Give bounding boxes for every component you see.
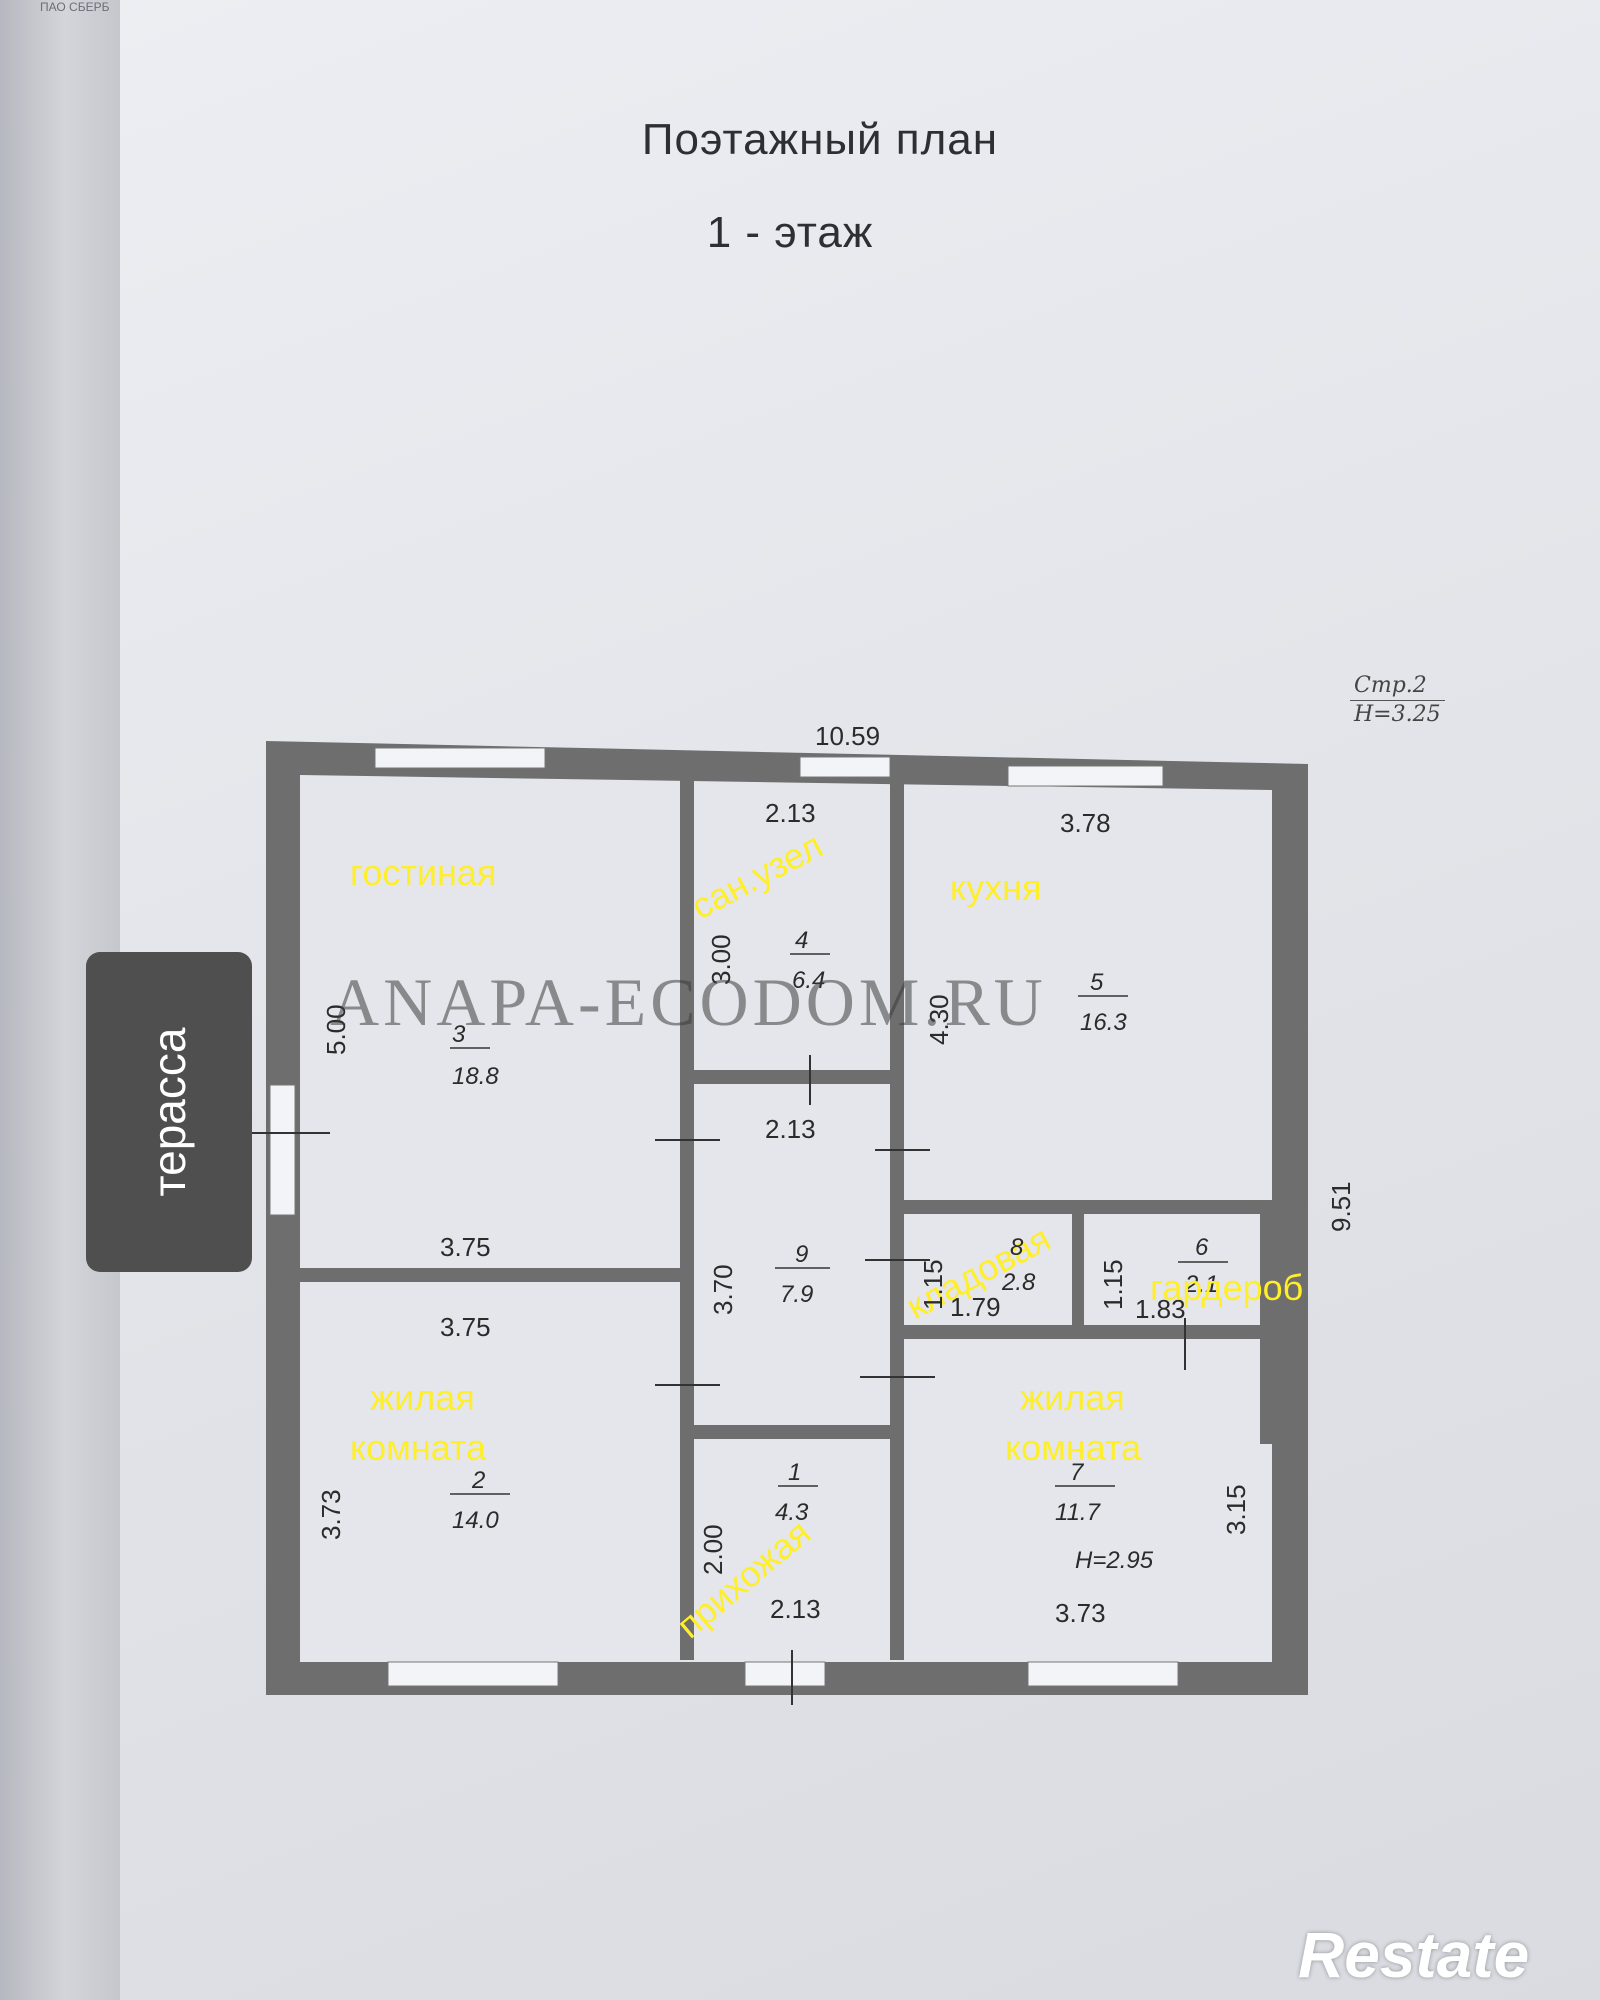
- overall-depth: 9.51: [1326, 1181, 1356, 1232]
- ceiling-height: H=3.25: [1354, 702, 1441, 727]
- overall-width: 10.59: [815, 721, 880, 751]
- room-number-kitchen: 5: [1090, 969, 1104, 996]
- room-area-living: 18.8: [452, 1063, 499, 1090]
- dim-bath-height: 3.00: [706, 934, 736, 985]
- room-area-hall: 7.9: [780, 1281, 813, 1308]
- room-area-room2: 14.0: [452, 1507, 499, 1534]
- room-number-room7: 7: [1070, 1459, 1085, 1486]
- dim-living-width: 3.75: [440, 1232, 491, 1262]
- outer-walls: [266, 741, 1308, 1695]
- dim-room2-height: 3.73: [316, 1489, 346, 1540]
- dim-wardrobe-width: 1.83: [1135, 1294, 1186, 1324]
- room-number-pantry: 8: [1010, 1234, 1024, 1261]
- dim-room7-height: 3.15: [1221, 1484, 1251, 1535]
- room-area-bathroom: 6.4: [792, 967, 825, 994]
- room-area-kitchen: 16.3: [1080, 1009, 1127, 1036]
- room-area-entry: 4.3: [775, 1499, 809, 1526]
- room-label-room2-line1: жилая: [370, 1377, 475, 1418]
- dim-wardrobe-height: 1.15: [1098, 1259, 1128, 1310]
- floor-subtitle: 1 - этаж: [706, 208, 874, 257]
- plan-title: Поэтажный план: [641, 115, 999, 164]
- terrace-label: терасса: [143, 1027, 195, 1197]
- interior-walls: [300, 776, 1272, 1660]
- room-label-wardrobe: гардероб: [1150, 1267, 1303, 1308]
- dim-living-height: 5.00: [321, 1004, 351, 1055]
- dim-entry-width: 2.13: [770, 1594, 821, 1624]
- dim-pantry-width: 1.79: [950, 1292, 1001, 1322]
- room-number-hall: 9: [795, 1241, 808, 1268]
- windows: [269, 747, 1179, 1687]
- room-number-wardrobe: 6: [1195, 1234, 1209, 1261]
- room7-height: H=2.95: [1075, 1547, 1154, 1574]
- dim-hall-width: 2.13: [765, 1114, 816, 1144]
- room-label-room2-line2: комната: [350, 1427, 487, 1468]
- page-reference: Стр.2 H=3.25: [1350, 672, 1445, 729]
- room-number-entry: 1: [788, 1459, 801, 1486]
- dim-room2-width: 3.75: [440, 1312, 491, 1342]
- room-area-room7: 11.7: [1055, 1499, 1102, 1526]
- room-number-room2: 2: [471, 1467, 485, 1494]
- dim-hall-height: 3.70: [708, 1264, 738, 1315]
- room-area-wardrobe: 2.1: [1184, 1271, 1218, 1298]
- dim-room7-width: 3.73: [1055, 1598, 1106, 1628]
- page-number: Стр.2: [1350, 672, 1445, 701]
- room-label-room7-line1: жилая: [1020, 1377, 1125, 1418]
- room-number-bathroom: 4: [795, 927, 808, 954]
- room-label-living: гостиная: [350, 852, 496, 893]
- dim-pantry-height: 1.15: [918, 1259, 948, 1310]
- room-area-pantry: 2.8: [1001, 1269, 1036, 1296]
- dim-entry-height: 2.00: [698, 1524, 728, 1575]
- dim-kitchen-height: 4.30: [924, 994, 954, 1045]
- room-label-room7-line2: комната: [1005, 1427, 1142, 1468]
- dim-bath-width: 2.13: [765, 798, 816, 828]
- dim-kitchen-width: 3.78: [1060, 808, 1111, 838]
- restate-logo: Restate: [1298, 1919, 1530, 1991]
- terrace-box: терасса: [86, 952, 252, 1272]
- watermark: ANAPA-ECODOM.RU: [330, 964, 1047, 1040]
- room-number-living: 3: [452, 1021, 466, 1048]
- room-label-kitchen: кухня: [950, 867, 1042, 908]
- corner-text: ПАО СБЕРБ: [40, 0, 110, 14]
